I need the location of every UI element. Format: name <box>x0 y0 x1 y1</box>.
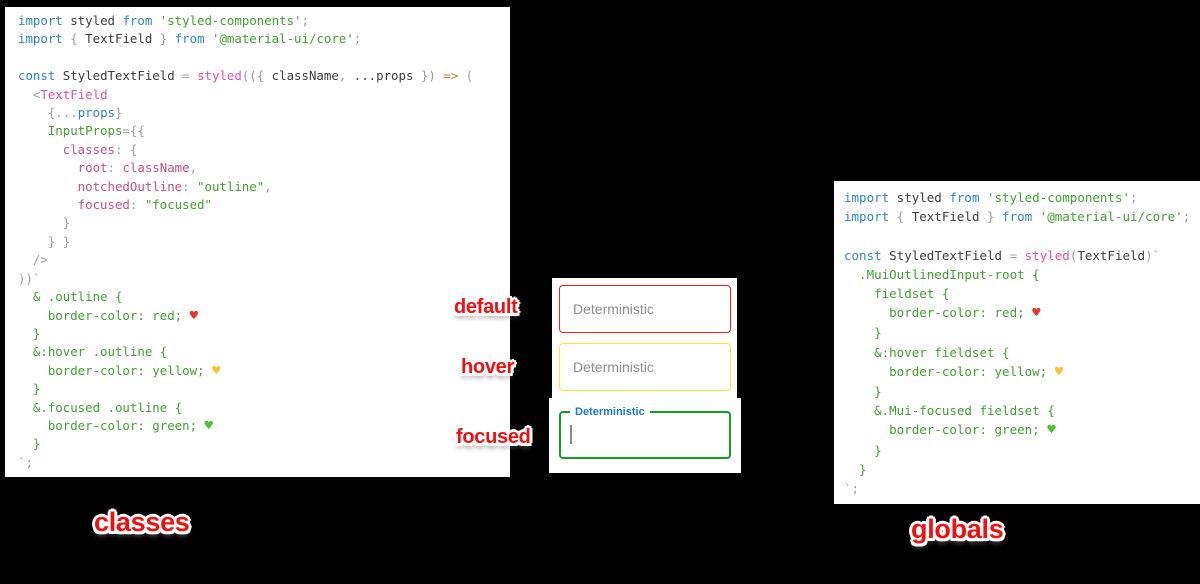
code-line: border-color: yellow; ♥ <box>844 363 1064 380</box>
yellow-heart-emoji: ♥ <box>1054 363 1064 380</box>
code-line: /> <box>18 252 48 268</box>
textfield-default-placeholder: Deterministic <box>573 301 654 317</box>
code-line: & .outline { <box>18 289 123 305</box>
code-line: } } <box>18 233 71 249</box>
green-heart-emoji: ♥ <box>204 417 213 434</box>
code-line: &:hover .outline { <box>18 344 168 360</box>
code-line: border-color: yellow; ♥ <box>18 362 221 379</box>
code-line: fieldset { <box>844 286 950 302</box>
textfield-default[interactable]: Deterministic <box>559 285 731 333</box>
textfield-hover[interactable]: Deterministic <box>559 343 731 391</box>
green-heart-emoji: ♥ <box>1047 422 1056 439</box>
code-line: ))` <box>18 270 41 286</box>
code-line: } <box>18 215 71 231</box>
code-line: `; <box>844 481 860 497</box>
code-line: } <box>844 461 867 477</box>
code-line: &.focused .outline { <box>18 399 183 415</box>
code-line: &:hover fieldset { <box>844 344 1010 360</box>
red-heart-emoji: ♥ <box>1032 305 1041 322</box>
code-line: } <box>844 442 882 458</box>
code-line: classes: { <box>18 141 138 157</box>
demo-panel-default-hover: Deterministic Deterministic <box>552 278 737 398</box>
code-line: InputProps={{ <box>18 123 145 139</box>
left-code-panel: import styled from 'styled-components'; i… <box>5 7 510 477</box>
text-cursor <box>570 425 572 444</box>
textfield-focused[interactable]: Deterministic <box>559 405 731 459</box>
code-line: } <box>18 325 41 341</box>
code-line: const StyledTextField = styled(TextField… <box>844 247 1161 263</box>
code-line: .MuiOutlinedInput-root { <box>844 266 1040 282</box>
code-line: } <box>18 381 41 397</box>
code-line: import styled from 'styled-components'; <box>18 13 309 28</box>
code-line <box>18 49 510 67</box>
caption-classes: classes <box>94 507 190 537</box>
state-label-focused: focused <box>456 426 531 448</box>
code-line: border-color: green; ♥ <box>18 417 213 434</box>
code-line: border-color: green; ♥ <box>844 422 1056 439</box>
code-line: import { TextField } from '@material-ui/… <box>18 31 362 47</box>
textfield-hover-placeholder: Deterministic <box>573 359 654 375</box>
code-line: border-color: red; ♥ <box>18 307 199 324</box>
code-line: import styled from 'styled-components'; <box>844 190 1138 205</box>
caption-globals: globals <box>911 514 1004 544</box>
red-heart-emoji: ♥ <box>189 307 199 324</box>
code-line <box>844 226 1200 245</box>
code-line: &.Mui-focused fieldset { <box>844 403 1055 419</box>
demo-panel-focused: Deterministic <box>549 398 741 473</box>
code-line: `; <box>18 454 33 470</box>
state-label-default: default <box>454 296 518 318</box>
right-code-panel: import styled from 'styled-components'; i… <box>834 181 1200 504</box>
code-line: {...props} <box>18 105 123 121</box>
code-line: import { TextField } from '@material-ui/… <box>844 209 1191 225</box>
code-line: const StyledTextField = styled(({ classN… <box>18 68 474 84</box>
code-line: } <box>18 436 41 452</box>
state-label-hover: hover <box>461 356 514 378</box>
code-line: focused: "focused" <box>18 197 212 213</box>
code-line: <TextField <box>18 86 108 102</box>
code-line: } <box>844 325 882 341</box>
textfield-focused-label: Deterministic <box>570 405 650 419</box>
code-line: root: className, <box>18 160 198 176</box>
yellow-heart-emoji: ♥ <box>211 362 221 379</box>
code-line: } <box>844 384 882 400</box>
code-line: border-color: red; ♥ <box>844 305 1041 322</box>
code-line: notchedOutline: "outline", <box>18 178 272 194</box>
